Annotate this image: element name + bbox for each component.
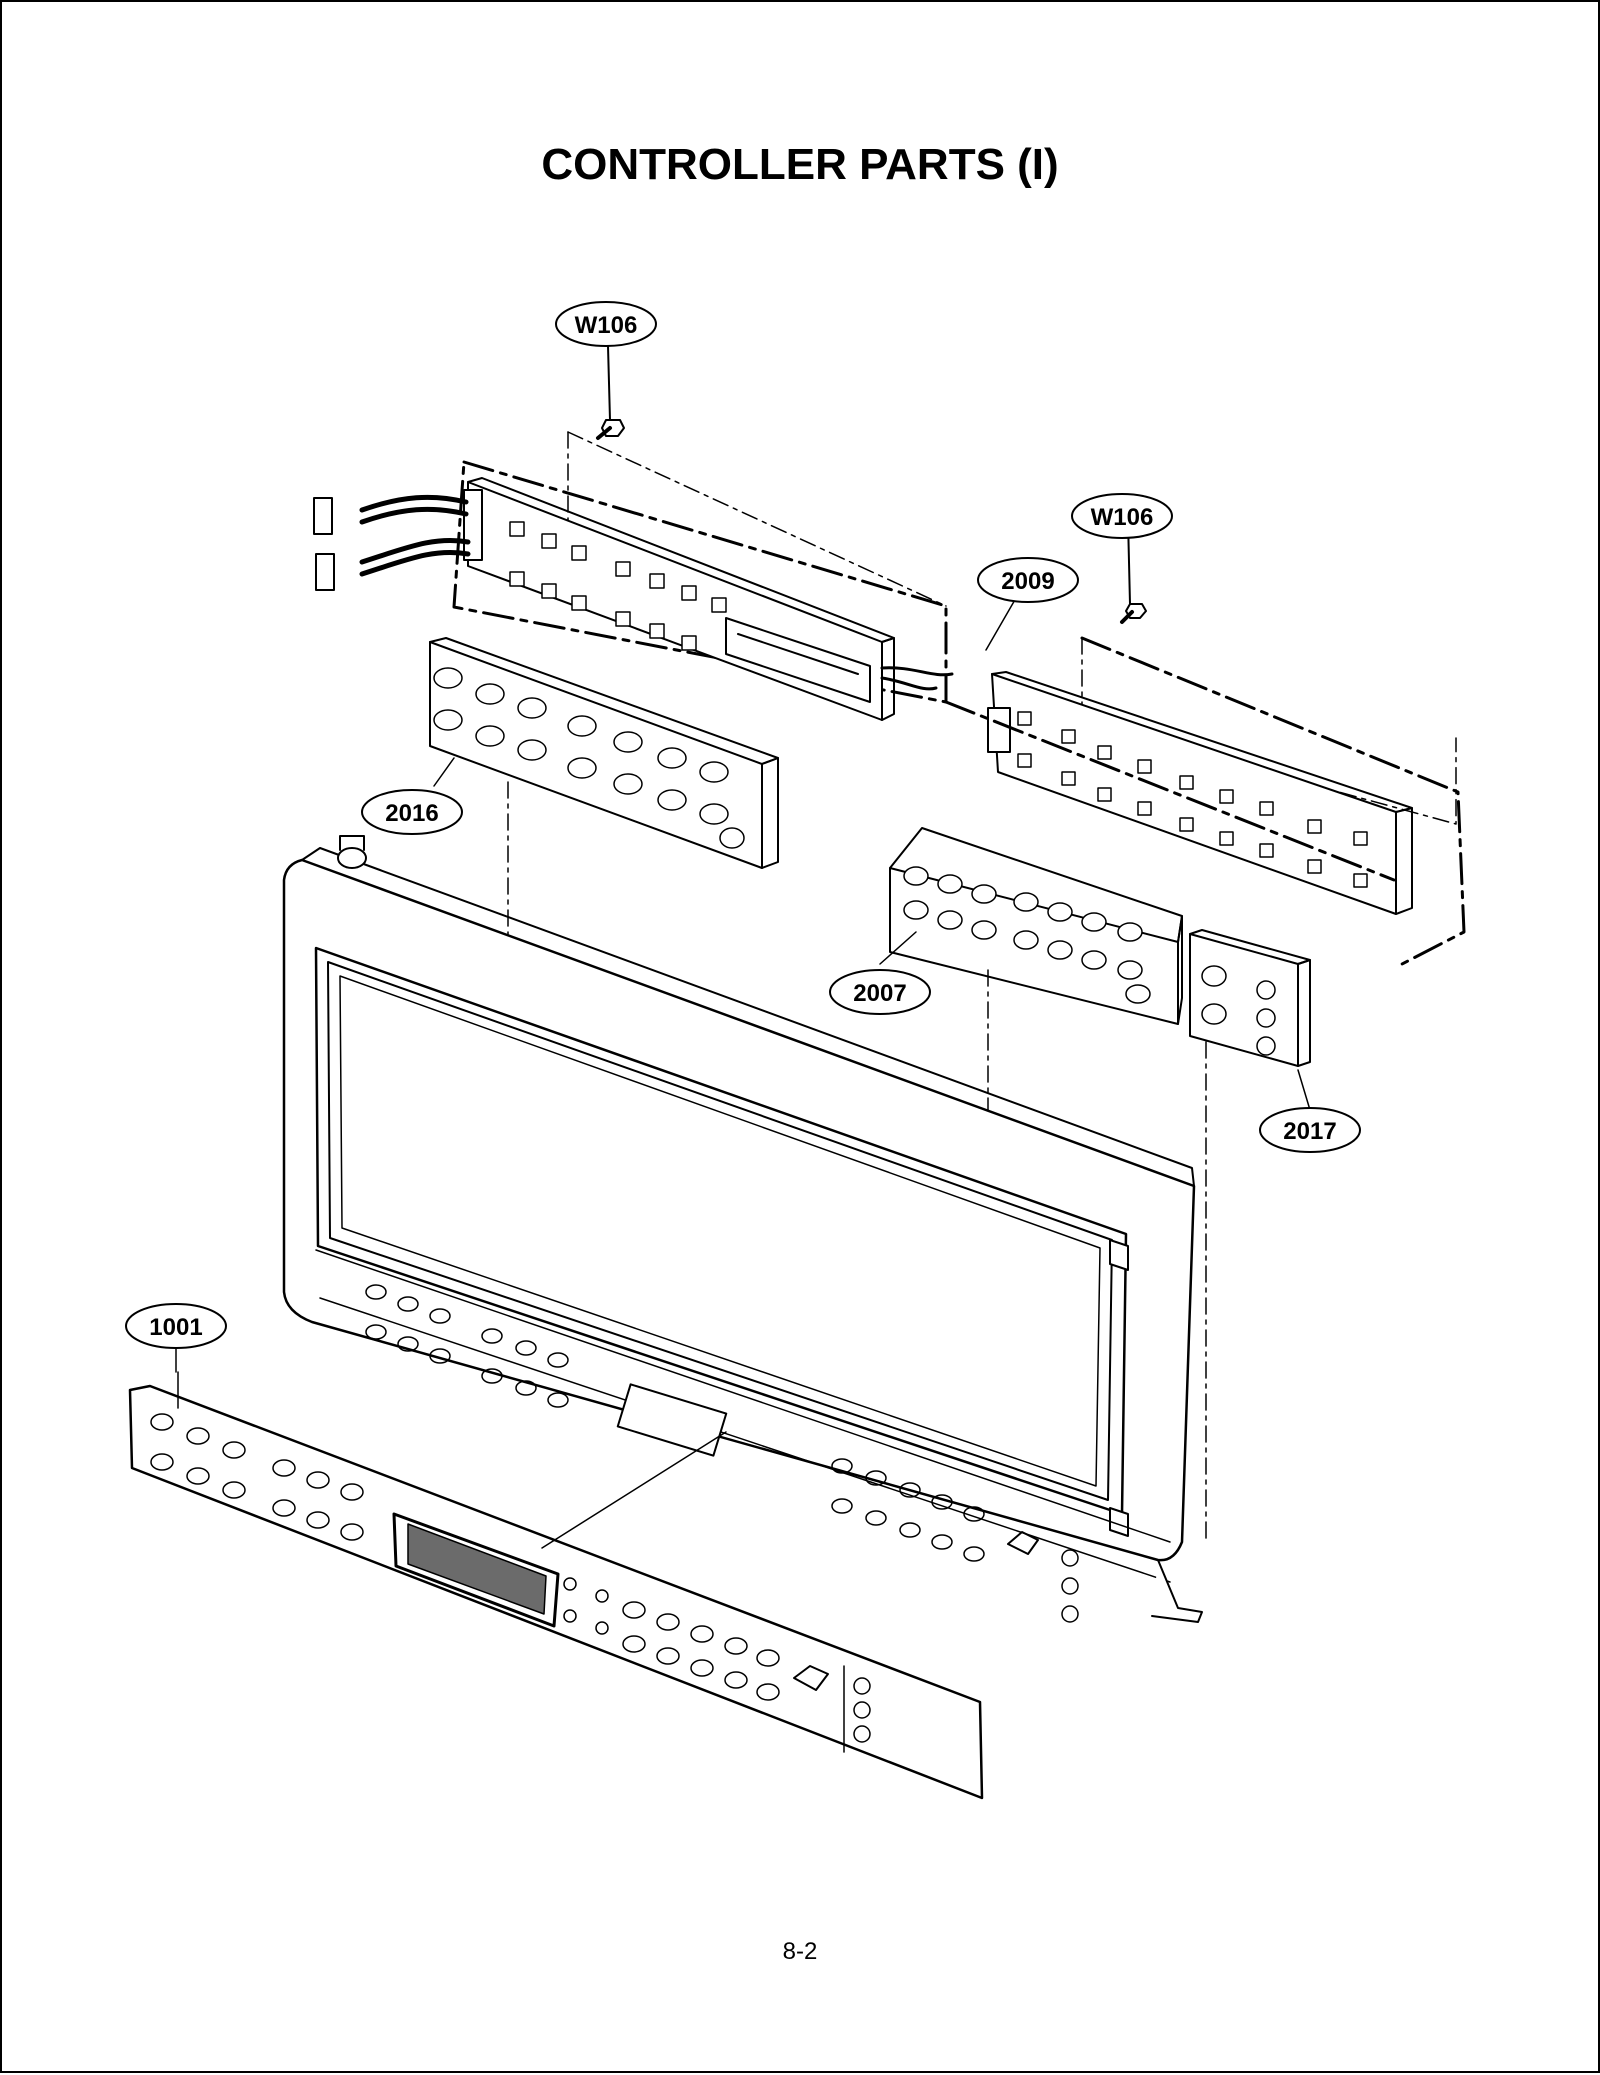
callout-2016: 2016 [361,789,463,835]
callout-w106-top: W106 [555,301,657,347]
page-number: 8-2 [782,1938,818,1965]
callout-2009: 2009 [977,557,1079,603]
button-holder-2016 [429,637,779,1267]
front-frame [282,835,1203,1623]
svg-text:2017: 2017 [1283,1118,1336,1145]
control-panel-plate-1001 [128,1371,984,1800]
svg-text:W106: W106 [575,312,638,339]
page-title: CONTROLLER PARTS (I) [541,140,1059,189]
svg-text:2007: 2007 [853,980,906,1007]
pcb-board-right [944,519,1466,966]
button-holder-2007 [889,827,1183,1435]
button-holder-2017 [1189,929,1311,1543]
callout-2007: 2007 [829,969,931,1015]
pcb-board-top-left [313,431,954,721]
svg-text:W106: W106 [1091,504,1154,531]
callout-2017: 2017 [1259,1107,1361,1153]
callout-1001: 1001 [125,1303,227,1349]
svg-text:1001: 1001 [149,1314,202,1341]
screw-w106-top [596,345,625,440]
svg-text:2016: 2016 [385,800,438,827]
svg-text:2009: 2009 [1001,568,1054,595]
callout-leaders [175,597,1311,1373]
callout-w106-right: W106 [1071,493,1173,539]
